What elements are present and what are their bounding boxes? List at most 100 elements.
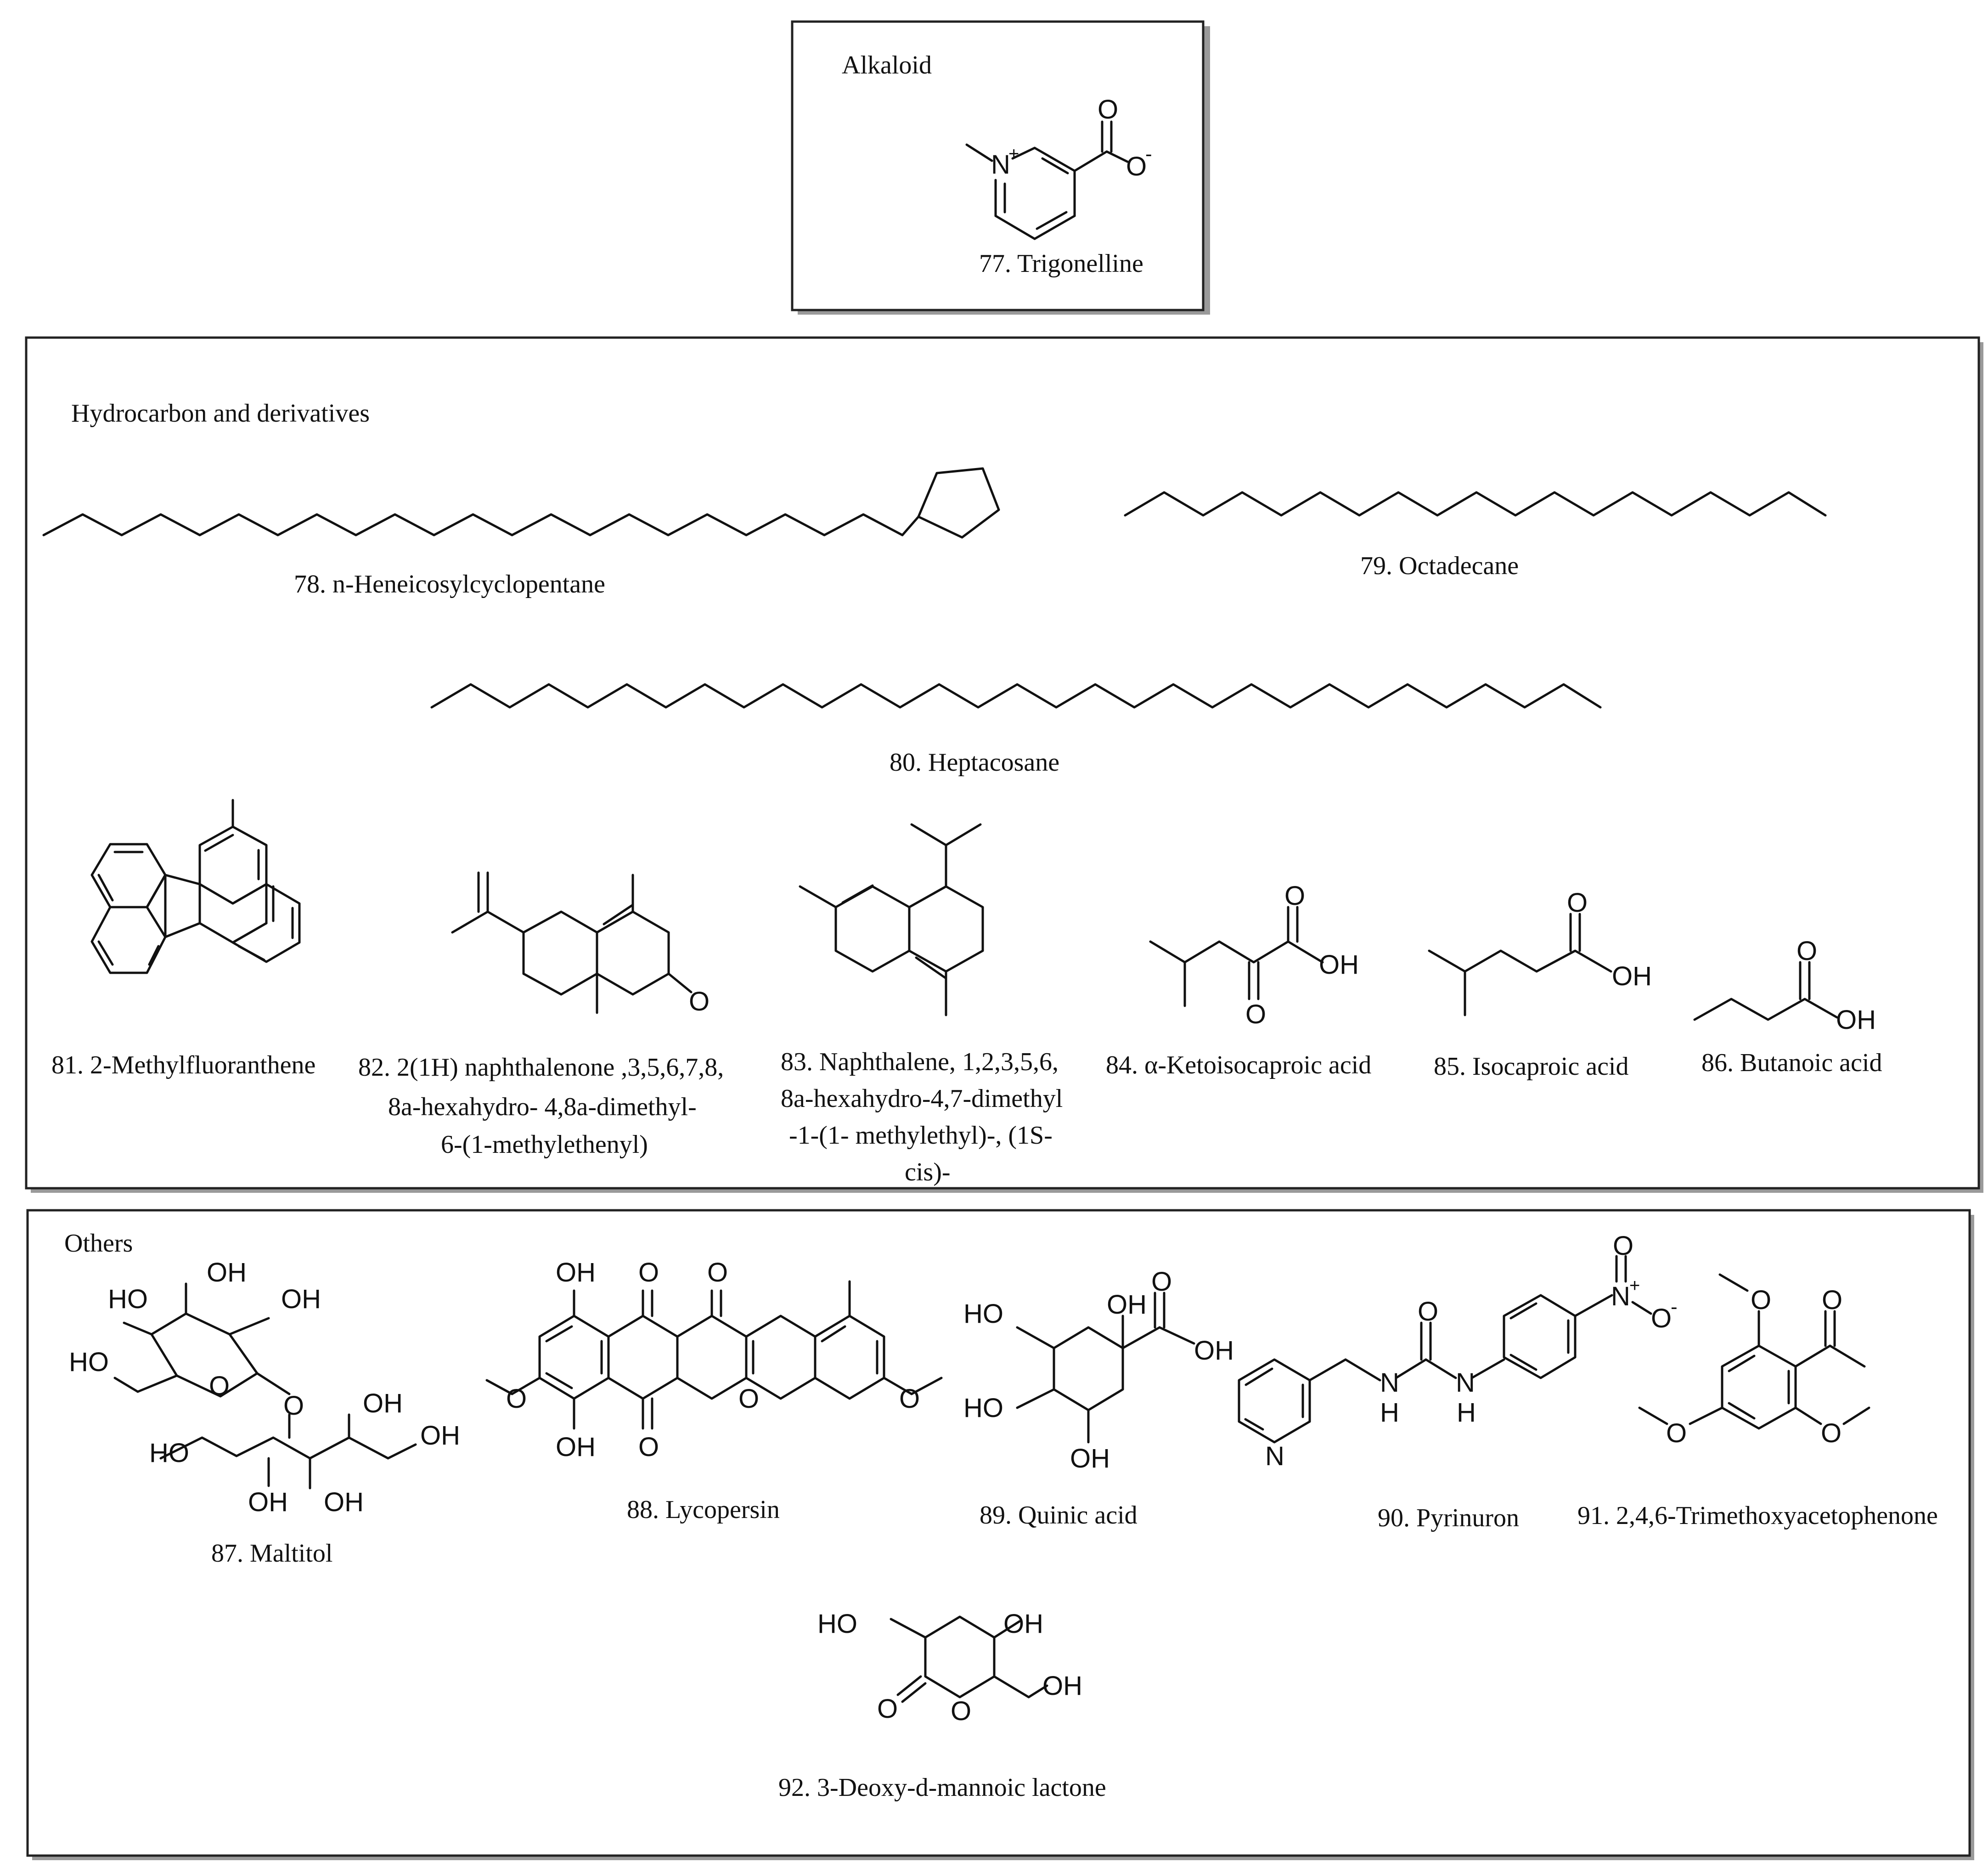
butanoic-carbonyl-o: O <box>1797 936 1817 966</box>
methylfluoranthene-structure <box>90 799 301 974</box>
trigonelline-carbonyl-o: O <box>1098 95 1118 124</box>
deoxymannoic-lactone-structure: HO OH O O OH <box>817 1609 1082 1726</box>
caption-77: 77. Trigonelline <box>979 249 1143 278</box>
butanoic-acid-structure: O OH <box>1693 936 1876 1035</box>
maltitol-structure: OH HO OH HO O O OH HO OH OH OH <box>69 1258 460 1517</box>
trimethoxy-carbonyl-o: O <box>1822 1285 1842 1315</box>
caption-83-line3: -1-(1- methylethyl)-, (1S- <box>789 1121 1053 1150</box>
maltitol-ho-c6: HO <box>149 1438 189 1468</box>
maltitol-glycosidic-o: O <box>283 1391 304 1421</box>
ketoisocaproic-acid-structure: O O OH <box>1149 881 1359 1029</box>
maltitol-ho-ch2: HO <box>69 1347 109 1377</box>
hexahydronaphthalene-structure <box>799 823 984 1016</box>
lactone-carbonyl-o: O <box>877 1694 898 1724</box>
lactone-ring-o: O <box>951 1696 971 1726</box>
butanoic-oh: OH <box>1836 1005 1876 1035</box>
caption-86: 86. Butanoic acid <box>1701 1049 1882 1077</box>
hydrocarbon-section-title: Hydrocarbon and derivatives <box>71 399 370 428</box>
maltitol-ring-o: O <box>209 1371 230 1401</box>
caption-82-line3: 6-(1-methylethenyl) <box>441 1130 648 1159</box>
pyrinuron-nitro-plus: + <box>1629 1275 1640 1296</box>
trimethoxy-top-o: O <box>1751 1285 1771 1315</box>
lactone-ch2-oh: OH <box>1042 1671 1082 1701</box>
caption-78: 78. n-Heneicosylcyclopentane <box>294 570 605 598</box>
pyrinuron-nitro-o-top: O <box>1613 1231 1633 1261</box>
hydrocarbon-section: Hydrocarbon and derivatives 78. n-Heneic… <box>25 336 1983 1193</box>
lycopersin-methoxy-right-o: O <box>899 1384 920 1414</box>
caption-85: 85. Isocaproic acid <box>1434 1052 1628 1081</box>
ketoisocaproic-keto-o: O <box>1245 999 1266 1029</box>
caption-87: 87. Maltitol <box>211 1539 332 1568</box>
quinic-oh-center: OH <box>1107 1290 1147 1320</box>
trigonelline-structure: N + O O - <box>965 95 1152 240</box>
pyrinuron-carbonyl-o: O <box>1418 1297 1438 1326</box>
caption-82-line1: 82. 2(1H) naphthalenone ,3,5,6,7,8, <box>358 1053 724 1082</box>
caption-82-line2: 8a-hexahydro- 4,8a-dimethyl- <box>388 1093 697 1121</box>
caption-79: 79. Octadecane <box>1360 552 1519 580</box>
caption-92: 92. 3-Deoxy-d-mannoic lactone <box>778 1773 1106 1802</box>
trimethoxyacetophenone-structure: O O O O <box>1638 1273 1870 1448</box>
pyrinuron-nitro-minus: - <box>1671 1296 1678 1318</box>
caption-80: 80. Heptacosane <box>890 748 1059 777</box>
pyrinuron-nh-left-n: N <box>1380 1368 1399 1398</box>
isocaproic-carbonyl-o: O <box>1567 888 1588 918</box>
quinic-carbonyl-o: O <box>1151 1267 1172 1297</box>
trimethoxy-left-o: O <box>1666 1418 1687 1448</box>
caption-81: 81. 2-Methylfluoranthene <box>51 1051 315 1079</box>
caption-88: 88. Lycopersin <box>627 1496 780 1524</box>
lycopersin-o-bottom: O <box>638 1432 659 1462</box>
lycopersin-ring-o: O <box>738 1384 759 1414</box>
maltitol-oh-c5: OH <box>248 1487 288 1517</box>
lactone-ho-left: HO <box>817 1609 857 1639</box>
lycopersin-structure: OH O O O O O OH O <box>485 1258 943 1462</box>
lycopersin-o-top2: O <box>707 1258 728 1287</box>
trigonelline-minus-charge: - <box>1145 143 1152 165</box>
alkaloid-section: Alkaloid N + O O - 77. Trigonelline <box>791 20 1210 315</box>
quinic-acid-structure: HO OH O OH HO OH <box>963 1267 1234 1473</box>
others-section: Others OH HO OH HO O O OH HO OH OH OH <box>26 1209 1974 1860</box>
maltitol-oh-c4: OH <box>324 1487 364 1517</box>
ketoisocaproic-acid-o: O <box>1284 881 1305 911</box>
quinic-oh-bottom: OH <box>1070 1444 1110 1473</box>
lycopersin-o-top1: O <box>638 1258 659 1287</box>
caption-83-line1: 83. Naphthalene, 1,2,3,5,6, <box>781 1048 1059 1076</box>
caption-91: 91. 2,4,6-Trimethoxyacetophenone <box>1577 1501 1938 1530</box>
naphthalenone-structure: O <box>451 871 710 1016</box>
lycopersin-oh-bottom: OH <box>556 1432 596 1462</box>
caption-83-line4: cis)- <box>905 1158 951 1186</box>
pyrinuron-nh-right-h: H <box>1457 1398 1476 1428</box>
isocaproic-oh: OH <box>1612 961 1652 991</box>
trigonelline-oxide-o: O <box>1126 152 1147 181</box>
quinic-acid-oh: OH <box>1194 1336 1234 1366</box>
quinic-ho-top: HO <box>963 1299 1003 1329</box>
caption-89: 89. Quinic acid <box>980 1501 1138 1529</box>
maltitol-oh-right: OH <box>281 1284 321 1314</box>
heneicosylcyclopentane-structure <box>42 467 1000 539</box>
heptacosane-structure <box>430 683 1602 709</box>
naphthalenone-carbonyl-o: O <box>689 987 710 1016</box>
pyrinuron-nh-left-h: H <box>1380 1398 1399 1428</box>
maltitol-oh-top: OH <box>207 1258 247 1287</box>
pyrinuron-structure: N N H O N H N + O O - <box>1238 1231 1678 1471</box>
trigonelline-plus-charge: + <box>1008 144 1019 164</box>
caption-84: 84. α-Ketoisocaproic acid <box>1106 1051 1371 1079</box>
ketoisocaproic-oh: OH <box>1319 950 1359 980</box>
pyrinuron-nitro-o-right: O <box>1651 1304 1672 1333</box>
isocaproic-acid-structure: O OH <box>1428 888 1652 1016</box>
trigonelline-n-atom: N <box>991 150 1010 180</box>
alkaloid-section-title: Alkaloid <box>842 51 932 79</box>
octadecane-structure <box>1124 491 1827 517</box>
lycopersin-oh-top: OH <box>556 1258 596 1287</box>
pyrinuron-pyridine-n: N <box>1265 1441 1284 1471</box>
maltitol-ho-left: HO <box>108 1284 148 1314</box>
quinic-ho-left: HO <box>963 1393 1003 1423</box>
lactone-oh-right: OH <box>1003 1609 1043 1639</box>
maltitol-oh-c1: OH <box>420 1421 460 1450</box>
lycopersin-methoxy-left-o: O <box>506 1384 527 1414</box>
maltitol-oh-c2: OH <box>363 1388 403 1418</box>
pyrinuron-nh-right-n: N <box>1456 1368 1475 1398</box>
trimethoxy-right-o: O <box>1821 1418 1842 1448</box>
caption-83-line2: 8a-hexahydro-4,7-dimethyl <box>781 1084 1063 1113</box>
caption-90: 90. Pyrinuron <box>1378 1504 1519 1532</box>
